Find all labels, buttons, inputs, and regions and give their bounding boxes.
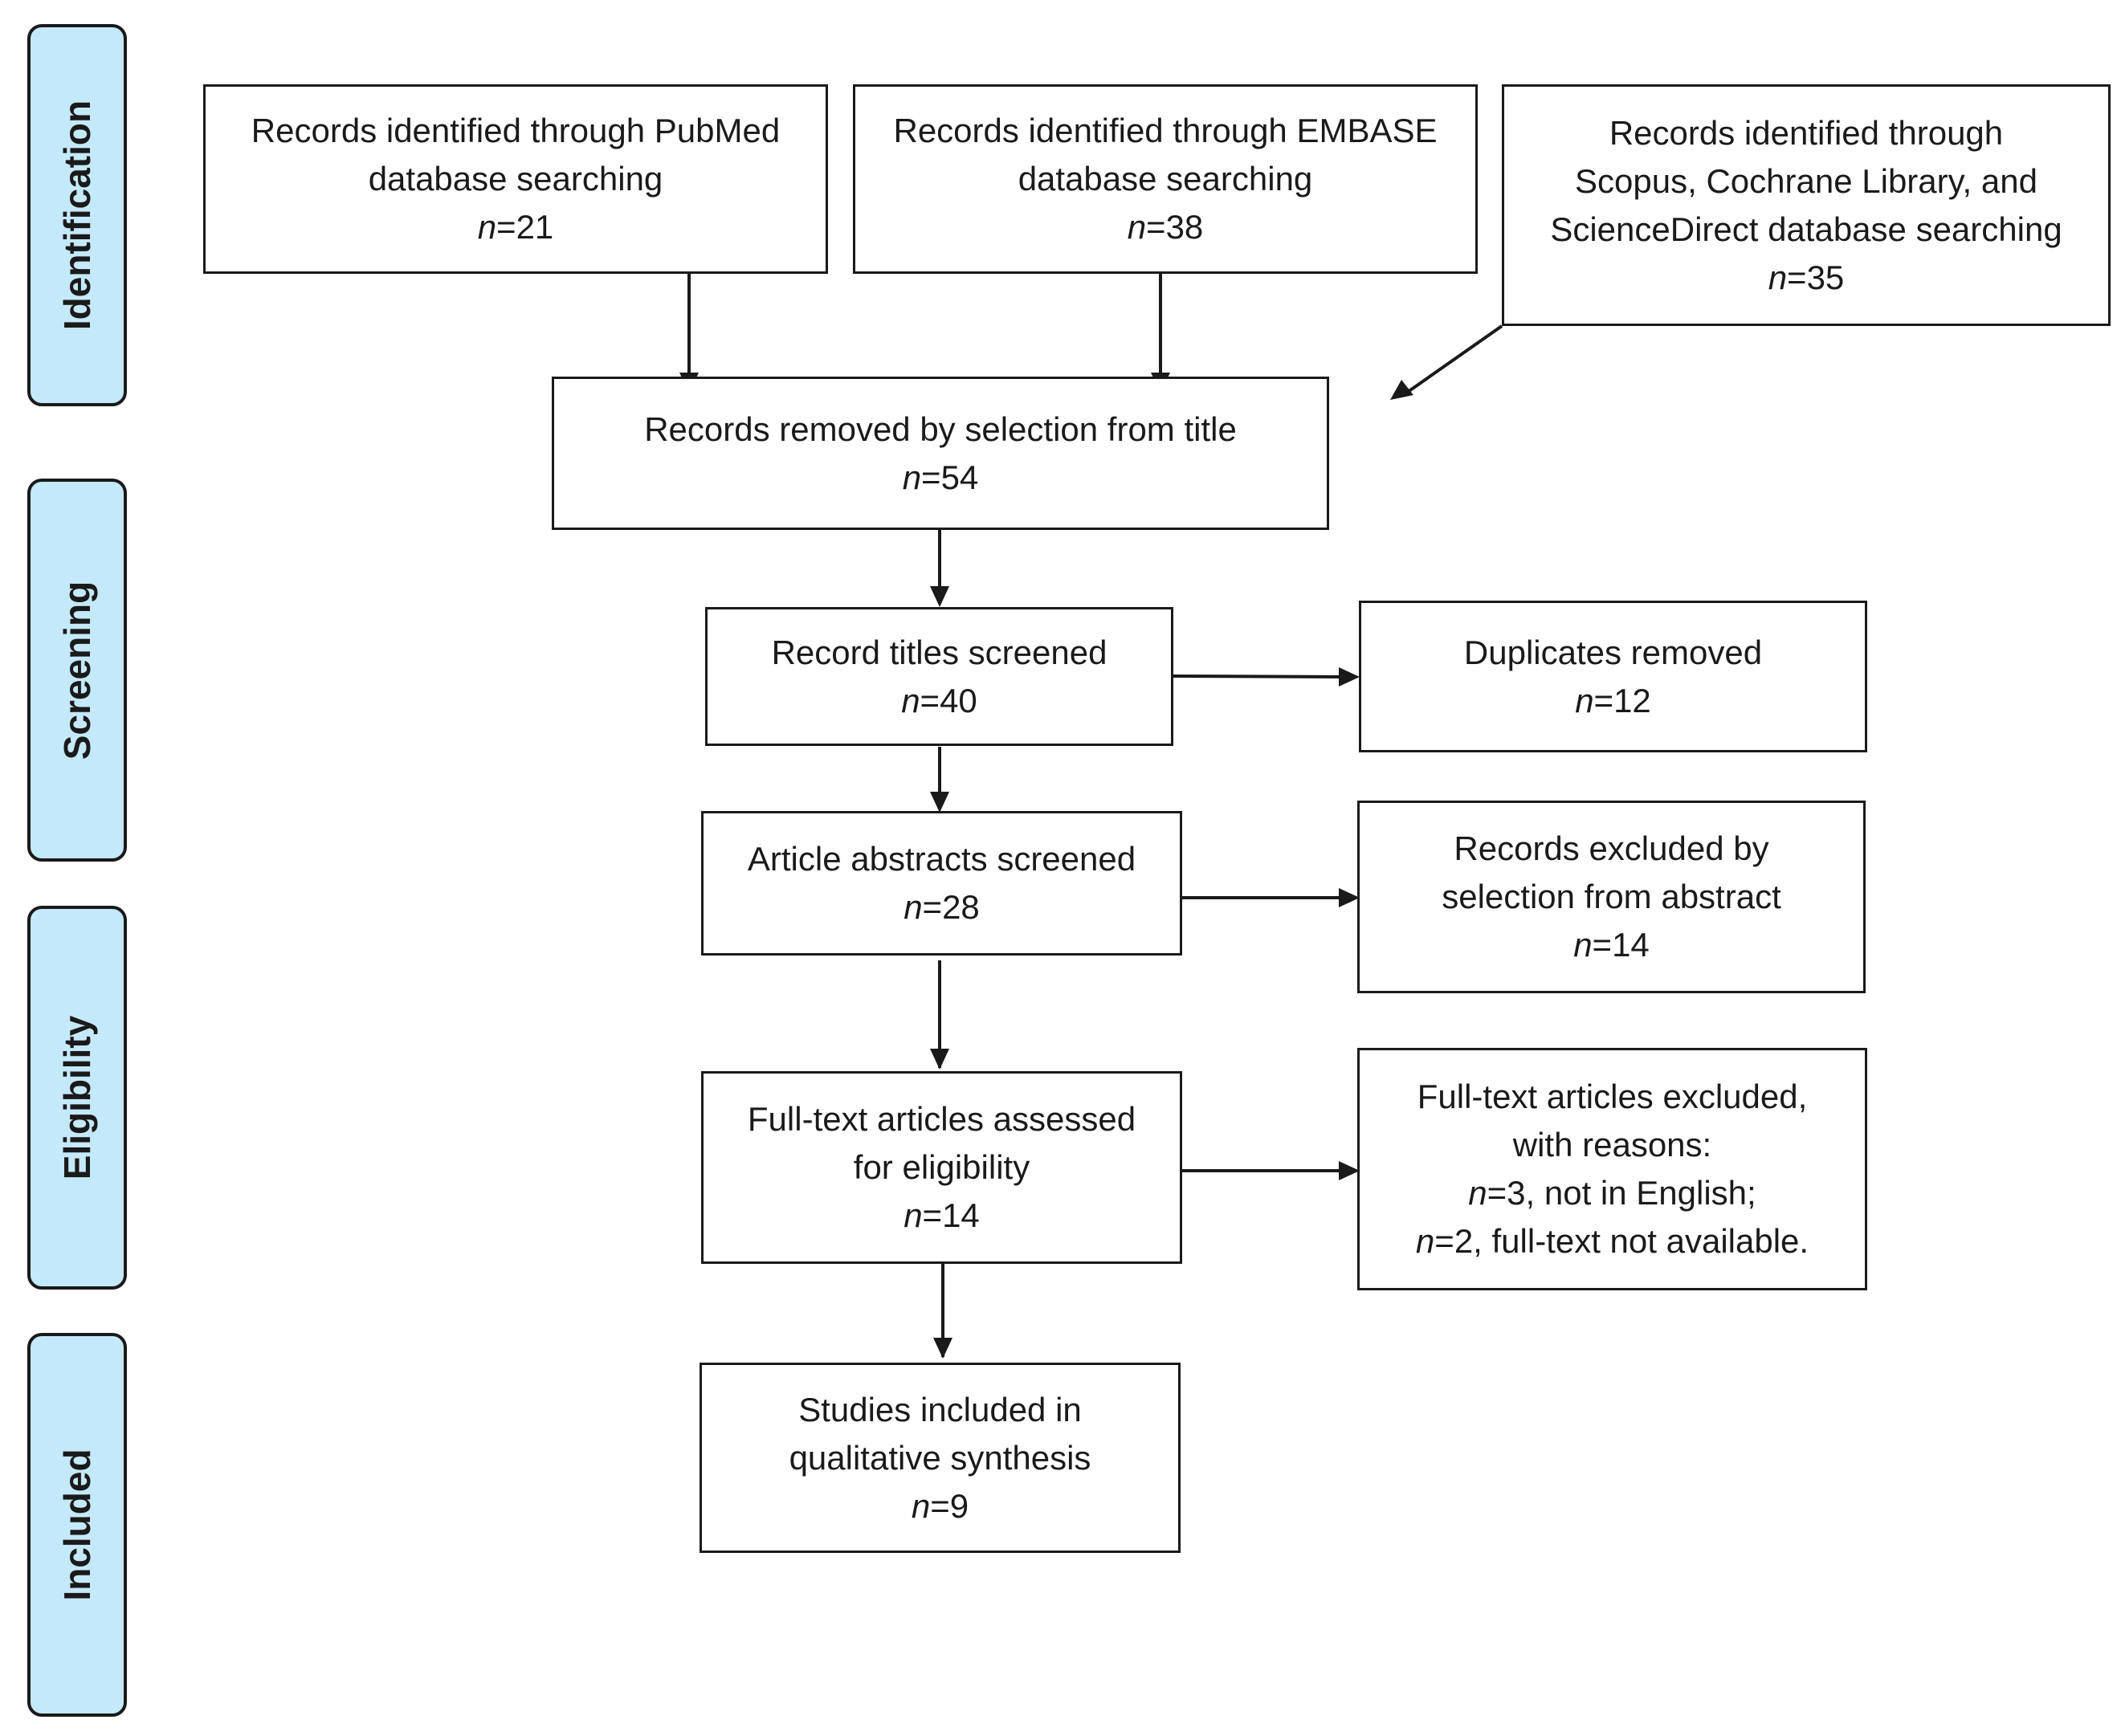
arrow-titles-to-duplicates <box>1173 674 1356 679</box>
box-line: Full-text articles excluded, <box>1417 1078 1808 1115</box>
count: n=38 <box>1127 208 1204 246</box>
stage-screening: Screening <box>27 479 127 862</box>
count: n=40 <box>901 681 977 719</box>
box-line: for eligibility <box>853 1148 1030 1186</box>
box-fulltext-assessed: Full-text articles assessed for eligibil… <box>701 1071 1182 1264</box>
box-line: Records excluded by <box>1454 829 1769 867</box>
stage-identification: Identification <box>27 24 127 406</box>
box-removed-title: Records removed by selection from title … <box>552 377 1329 530</box>
stage-included: Included <box>27 1333 127 1717</box>
box-scopus: Records identified through Scopus, Cochr… <box>1502 84 2111 326</box>
box-line: Article abstracts screened <box>747 840 1136 878</box>
arrow-scopus-to-removed <box>1406 324 1503 393</box>
arrowhead <box>933 1338 952 1359</box>
arrowhead <box>930 586 949 607</box>
box-embase: Records identified through EMBASE databa… <box>853 84 1478 274</box>
box-line: ScienceDirect database searching <box>1550 210 2062 248</box>
arrowhead <box>1339 1161 1360 1180</box>
box-excluded-abstract: Records excluded by selection from abstr… <box>1357 801 1866 993</box>
count: n=9 <box>911 1486 969 1525</box>
box-line: Full-text articles assessed <box>747 1100 1136 1138</box>
arrowhead <box>930 792 949 813</box>
box-line: with reasons: <box>1512 1126 1712 1163</box>
box-line: qualitative synthesis <box>789 1438 1091 1477</box>
arrowhead <box>1390 380 1413 400</box>
box-line: Duplicates removed <box>1463 633 1763 671</box>
count: n=14 <box>1573 926 1650 964</box>
arrowhead <box>1339 667 1360 687</box>
box-fulltext-excluded: Full-text articles excluded, with reason… <box>1357 1048 1867 1290</box>
stage-eligibility: Eligibility <box>27 906 127 1290</box>
arrowhead <box>1339 888 1360 907</box>
box-abstracts-screened: Article abstracts screened n=28 <box>701 811 1182 956</box>
box-line: Records identified through EMBASE <box>893 112 1438 149</box>
box-pubmed: Records identified through PubMed databa… <box>203 84 828 274</box>
count: n=54 <box>902 458 979 496</box>
box-line: Record titles screened <box>771 633 1107 671</box>
box-line: database searching <box>1018 160 1313 198</box>
arrowhead <box>930 1049 949 1070</box>
count: n=12 <box>1575 681 1651 719</box>
box-line: Records identified through <box>1609 113 2004 152</box>
box-line: Records identified through PubMed <box>251 112 781 149</box>
box-line: selection from abstract <box>1442 878 1781 915</box>
box-line: Records removed by selection from title <box>644 410 1237 448</box>
reason-line: n=2, full-text not available. <box>1415 1222 1809 1260</box>
box-included-studies: Studies included in qualitative synthesi… <box>700 1363 1181 1553</box>
count: n=21 <box>477 208 554 246</box>
box-line: Scopus, Cochrane Library, and <box>1575 161 2037 200</box>
box-line: Studies included in <box>798 1390 1082 1428</box>
box-titles-screened: Record titles screened n=40 <box>705 607 1173 746</box>
count: n=14 <box>903 1196 980 1234</box>
count: n=28 <box>903 888 980 926</box>
box-duplicates: Duplicates removed n=12 <box>1359 601 1867 752</box>
box-line: database searching <box>368 160 663 198</box>
reason-line: n=3, not in English; <box>1468 1174 1756 1212</box>
count: n=35 <box>1768 258 1845 296</box>
